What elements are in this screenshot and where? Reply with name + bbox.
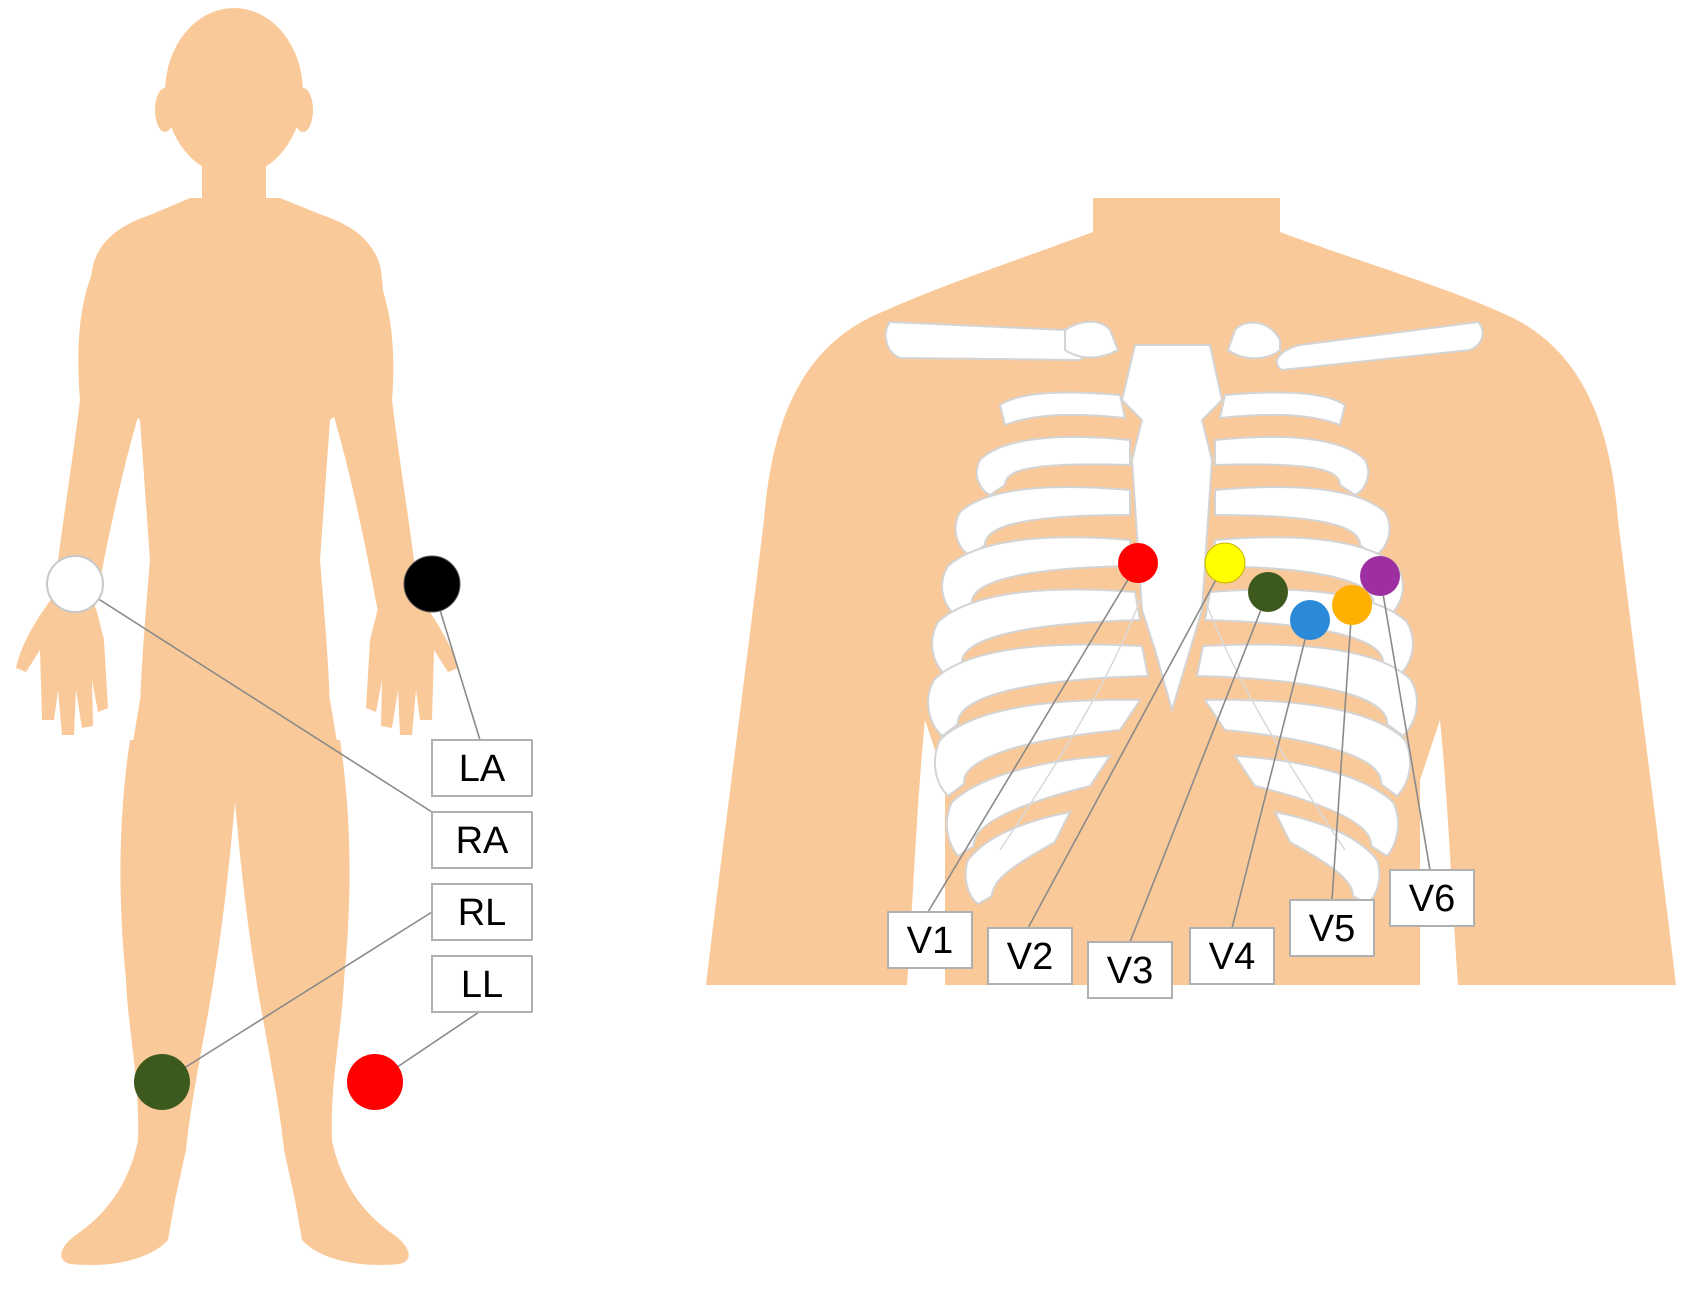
rib-r4	[941, 536, 1134, 618]
electrode-rl	[134, 1054, 190, 1110]
body-arm-left	[332, 260, 420, 612]
rib-l8	[1233, 754, 1400, 858]
body-arm-right	[52, 260, 140, 612]
leader-v4	[1231, 619, 1311, 929]
body-hand-right	[16, 598, 108, 735]
chest-electrodes	[1118, 542, 1400, 640]
label-la: LA	[431, 739, 533, 797]
rib-l4	[1211, 536, 1404, 618]
body-torso	[88, 198, 384, 720]
label-rl: RL	[431, 883, 533, 941]
leader-v6	[1379, 575, 1431, 871]
label-v3: V3	[1087, 941, 1173, 999]
electrode-v6	[1360, 556, 1400, 596]
rib-r1	[998, 391, 1127, 427]
label-v3-text: V3	[1107, 950, 1153, 992]
electrode-la	[403, 555, 461, 613]
body-leg-left	[232, 740, 409, 1265]
label-ll: LL	[431, 955, 533, 1013]
costal-margin-left	[1204, 599, 1346, 851]
limb-labels: LA RA RL LL	[431, 739, 533, 1013]
rib-r9	[964, 810, 1072, 906]
leader-ra	[74, 583, 433, 813]
label-ra-text: RA	[456, 820, 509, 862]
body-ear-left	[293, 88, 313, 132]
label-ll-text: LL	[461, 964, 503, 1006]
electrode-v3	[1248, 572, 1288, 612]
leader-v5	[1331, 604, 1353, 901]
rib-l9	[1273, 810, 1381, 906]
scapula-left	[1226, 321, 1281, 360]
label-v6-text: V6	[1409, 878, 1455, 920]
sternum	[1120, 344, 1224, 714]
label-v5: V5	[1289, 899, 1375, 957]
rib-r7	[933, 698, 1142, 798]
rib-l7	[1203, 698, 1412, 798]
label-v5-text: V5	[1309, 908, 1355, 950]
rib-r8	[945, 754, 1112, 858]
leader-v3	[1129, 591, 1269, 943]
electrode-v1	[1118, 543, 1158, 583]
label-v4: V4	[1189, 927, 1275, 985]
rib-r5	[931, 588, 1142, 678]
rib-r2	[975, 435, 1131, 497]
leader-v1	[927, 562, 1139, 913]
costal-margin-right	[999, 599, 1141, 851]
full-body-figure	[16, 8, 458, 1265]
limb-electrodes	[46, 555, 461, 1110]
label-v1-text: V1	[907, 920, 953, 962]
electrode-ll	[347, 1054, 403, 1110]
rib-cage	[884, 320, 1484, 906]
label-v6: V6	[1389, 869, 1475, 927]
rib-l3	[1214, 486, 1391, 558]
clavicle-left	[1275, 320, 1484, 372]
rib-r6	[927, 643, 1150, 738]
label-v4-text: V4	[1209, 936, 1255, 978]
label-la-text: LA	[459, 748, 506, 790]
chest-leader-lines	[927, 562, 1431, 943]
electrode-ra	[46, 555, 104, 613]
label-v2: V2	[987, 927, 1073, 985]
label-rl-text: RL	[458, 892, 507, 934]
rib-l6	[1195, 643, 1418, 738]
scapula-right	[1064, 320, 1120, 359]
leader-rl	[161, 911, 433, 1083]
label-ra: RA	[431, 811, 533, 869]
rib-r3	[954, 486, 1131, 558]
body-hand-left	[366, 598, 458, 735]
electrode-v4	[1290, 600, 1330, 640]
rib-l1	[1218, 391, 1347, 427]
leader-v2	[1027, 562, 1226, 929]
body-head	[165, 8, 303, 176]
label-v1: V1	[887, 911, 973, 969]
body-ear-right	[155, 88, 175, 132]
chest-labels: V1 V2 V3 V4 V5 V6	[887, 869, 1475, 999]
electrode-v2	[1204, 542, 1246, 584]
rib-l2	[1214, 435, 1370, 497]
label-v2-text: V2	[1007, 936, 1053, 978]
electrode-v5	[1332, 585, 1372, 625]
body-leg-right	[61, 740, 238, 1265]
